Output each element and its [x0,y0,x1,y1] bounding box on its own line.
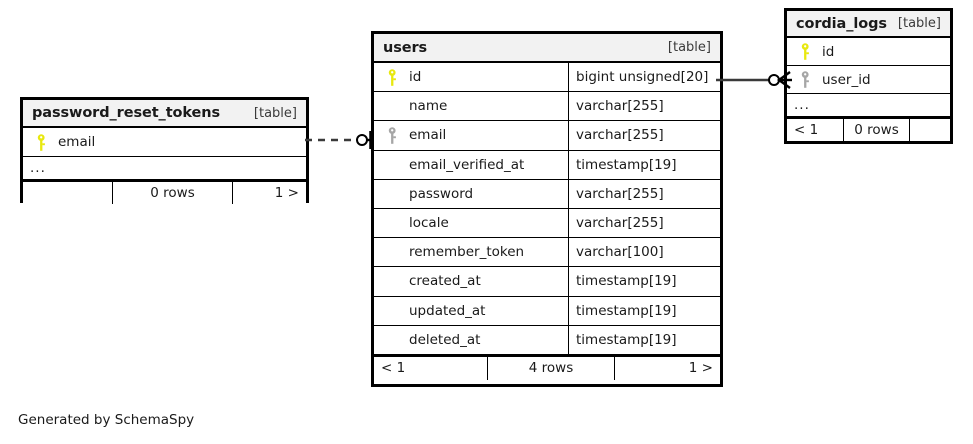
primary-key-icon [794,43,816,60]
column-type: varchar[255] [568,121,720,150]
column-name-cell: updated_at [374,297,568,325]
column-name: updated_at [409,302,486,319]
column-type: timestamp[19] [568,150,720,179]
table-row[interactable]: id [787,38,950,66]
table-row[interactable]: locale varchar[255] [374,208,720,239]
column-type: bigint unsigned[20] [568,63,720,92]
table-title: users [383,39,428,56]
column-name: password [409,185,474,202]
column-name-cell: deleted_at [374,326,568,354]
primary-key-icon [30,133,52,151]
table-row[interactable]: email varchar[255] [374,121,720,151]
column-name-cell: email [374,121,568,149]
column-name-cell: password [374,180,568,208]
footer-prev-page[interactable]: < 1 [381,360,406,377]
more-columns-ellipsis[interactable]: ... [23,157,306,180]
table-node-users[interactable]: users [table] id bigint unsigned[20] [371,31,723,387]
footer-prev-page[interactable]: < 1 [794,122,819,138]
footer-row-count: 0 rows [843,119,909,141]
column-name: remember_token [409,244,525,261]
column-name: email [409,127,447,144]
generated-by-credit: Generated by SchemaSpy [18,412,195,428]
column-name: name [409,98,448,115]
table-footer: < 1 4 rows 1 > [374,354,720,380]
table-footer: < 1 0 rows [787,117,950,141]
table-row[interactable]: name varchar[255] [374,92,720,122]
column-type: varchar[100] [568,238,720,267]
column-name-cell: id [787,38,950,65]
table-row[interactable]: deleted_at timestamp[19] [374,325,720,355]
column-name: user_id [822,71,871,88]
more-columns-ellipsis[interactable]: ... [787,94,950,117]
footer-row-count: 4 rows [487,356,614,380]
column-name-cell: created_at [374,267,568,295]
column-name: id [409,69,422,86]
index-key-icon [794,71,816,88]
table-row[interactable]: created_at timestamp[19] [374,267,720,297]
footer-next-page[interactable]: 1 > [232,182,306,204]
column-name: deleted_at [409,331,481,348]
column-type: varchar[255] [568,92,720,121]
index-key-icon [381,127,403,144]
table-type-tag: [table] [897,16,941,31]
column-name: locale [409,215,449,232]
column-name-cell: name [374,92,568,120]
footer-next-page[interactable]: 1 > [614,356,720,380]
column-name: email_verified_at [409,156,525,173]
column-name-cell: id [374,63,568,91]
table-row[interactable]: id bigint unsigned[20] [374,63,720,93]
column-name: created_at [409,273,481,290]
table-row[interactable]: user_id [787,66,950,94]
table-node-password-reset-tokens[interactable]: password_reset_tokens [table] email ... [20,97,309,204]
footer-row-count: 0 rows [112,182,232,204]
column-name-cell: user_id [787,66,950,93]
column-name-cell: email_verified_at [374,151,568,179]
table-footer: 0 rows 1 > [23,180,306,204]
column-type: timestamp[19] [568,325,720,354]
column-type: varchar[255] [568,208,720,238]
table-row[interactable]: email_verified_at timestamp[19] [374,150,720,180]
table-header: cordia_logs [table] [787,11,950,38]
table-type-tag: [table] [253,105,297,121]
table-row[interactable]: password varchar[255] [374,179,720,209]
column-name-cell: email [23,128,306,156]
column-name: email [58,134,96,150]
column-type: varchar[255] [568,179,720,208]
table-row[interactable]: email [23,128,306,157]
table-title: cordia_logs [796,15,887,32]
table-node-cordia-logs[interactable]: cordia_logs [table] id [784,8,953,144]
column-name-cell: locale [374,209,568,237]
relationship-password-reset-tokens-to-users[interactable] [305,124,377,156]
table-row[interactable]: remember_token varchar[100] [374,238,720,268]
table-header: users [table] [374,34,720,63]
column-type: timestamp[19] [568,267,720,296]
primary-key-icon [381,68,403,86]
relationship-users-to-cordia-logs[interactable] [716,62,794,98]
table-header: password_reset_tokens [table] [23,100,306,128]
footer-prev-page[interactable] [23,182,112,204]
table-type-tag: [table] [667,40,711,55]
column-type: timestamp[19] [568,296,720,325]
table-title: password_reset_tokens [32,105,221,121]
column-name-cell: remember_token [374,238,568,266]
column-name: id [822,43,835,60]
footer-next-page[interactable] [909,119,950,141]
table-row[interactable]: updated_at timestamp[19] [374,296,720,326]
